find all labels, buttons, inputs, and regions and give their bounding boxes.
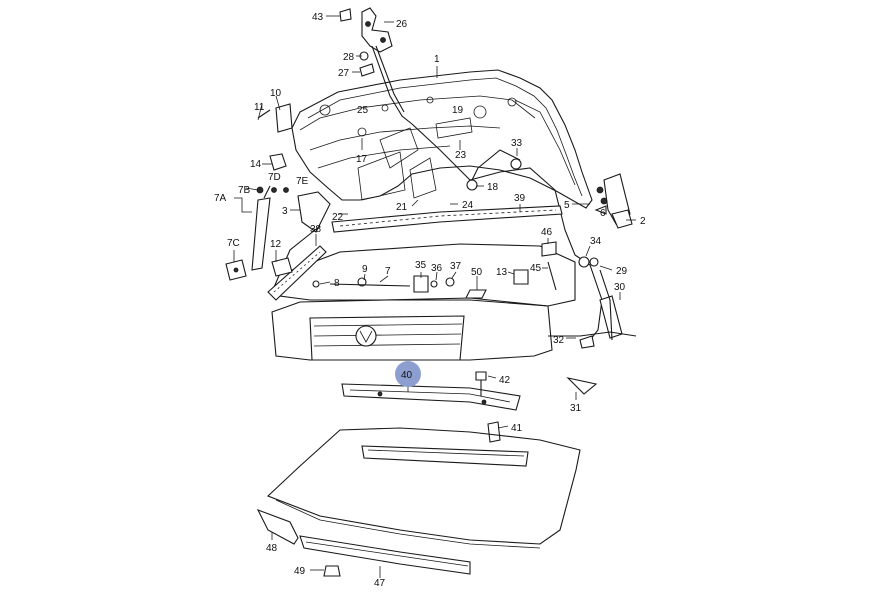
left-rail	[267, 245, 327, 301]
callout-35[interactable]: 35	[415, 260, 427, 271]
callout-50[interactable]: 50	[471, 267, 483, 278]
callout-7D[interactable]: 7D	[268, 172, 281, 183]
callout-37[interactable]: 37	[450, 261, 462, 272]
hinge-brackets-left	[257, 103, 331, 233]
callout-7[interactable]: 7	[385, 266, 391, 277]
callout-17[interactable]: 17	[356, 154, 368, 165]
callout-41[interactable]: 41	[511, 423, 523, 434]
callout-10[interactable]: 10	[270, 88, 282, 99]
callout-48[interactable]: 48	[266, 543, 278, 554]
callout-47[interactable]: 47	[374, 578, 386, 589]
callout-labels: 43 26 28 27 1 10 11 19 25 23 17 33 14 7D…	[214, 12, 646, 589]
callout-13[interactable]: 13	[496, 267, 508, 278]
seal-strip	[331, 205, 563, 233]
callout-45[interactable]: 45	[530, 263, 542, 274]
callout-7E[interactable]: 7E	[296, 176, 309, 187]
hinge-bracket-right	[596, 173, 631, 339]
callout-32[interactable]: 32	[553, 335, 565, 346]
callout-30[interactable]: 30	[614, 282, 626, 293]
gas-strut	[225, 185, 289, 281]
callout-12[interactable]: 12	[270, 239, 282, 250]
callout-27[interactable]: 27	[338, 68, 350, 79]
bonnet-inner-frame	[291, 69, 593, 209]
callout-39[interactable]: 39	[514, 193, 526, 204]
callout-8[interactable]: 8	[334, 278, 340, 289]
callout-2[interactable]: 2	[640, 216, 646, 227]
callout-19[interactable]: 19	[452, 105, 464, 116]
front-panel-grille	[271, 225, 637, 361]
callout-9[interactable]: 9	[362, 264, 368, 275]
callout-36[interactable]: 36	[431, 263, 443, 274]
callout-46[interactable]: 46	[541, 227, 553, 238]
leader-lines	[233, 15, 636, 578]
trim-strips	[256, 508, 471, 577]
callout-7A[interactable]: 7A	[214, 193, 227, 204]
callout-5[interactable]: 5	[564, 200, 570, 211]
callout-25[interactable]: 25	[357, 105, 369, 116]
callout-29[interactable]: 29	[616, 266, 628, 277]
callout-42[interactable]: 42	[499, 375, 511, 386]
callout-21[interactable]: 21	[396, 202, 408, 213]
callout-28[interactable]: 28	[343, 52, 355, 63]
callout-11[interactable]: 11	[254, 102, 265, 113]
bonnet-outer-panel	[266, 427, 581, 549]
callout-7C[interactable]: 7C	[227, 238, 240, 249]
callout-1[interactable]: 1	[434, 54, 440, 65]
callout-33[interactable]: 33	[511, 138, 523, 149]
callout-22[interactable]: 22	[332, 212, 344, 223]
callout-7B[interactable]: 7B	[238, 185, 251, 196]
release-cable	[411, 123, 603, 341]
highlight-marker[interactable]	[395, 361, 421, 387]
grille-spoiler	[341, 383, 521, 411]
callout-23[interactable]: 23	[455, 150, 467, 161]
callout-34[interactable]: 34	[590, 236, 602, 247]
callout-24[interactable]: 24	[462, 200, 474, 211]
callout-6[interactable]: 6	[600, 208, 606, 219]
misc-small-parts	[271, 205, 633, 395]
callout-43[interactable]: 43	[312, 12, 324, 23]
callout-18[interactable]: 18	[487, 182, 499, 193]
callout-14[interactable]: 14	[250, 159, 262, 170]
callout-31[interactable]: 31	[570, 403, 582, 414]
callout-26[interactable]: 26	[396, 19, 408, 30]
callout-38[interactable]: 38	[310, 224, 322, 235]
spoiler-fasteners	[475, 371, 501, 443]
callout-49[interactable]: 49	[294, 566, 306, 577]
callout-40[interactable]: 40	[401, 370, 413, 381]
callout-3[interactable]: 3	[282, 206, 288, 217]
